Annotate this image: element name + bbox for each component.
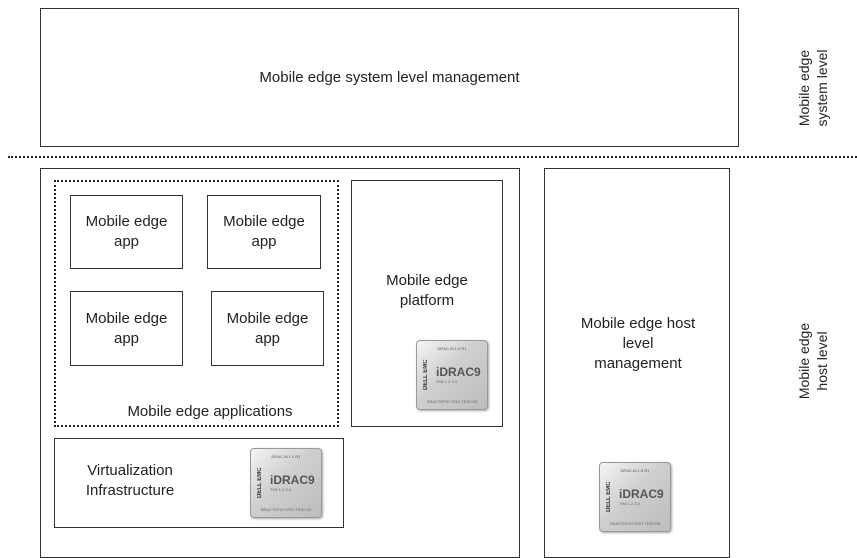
system-level-side-label: Mobile edge system level	[796, 49, 830, 127]
system-level-management-box: Mobile edge system level management	[40, 8, 739, 147]
virtualization-label: Virtualization Infrastructure	[85, 462, 175, 499]
applications-group	[54, 180, 339, 427]
platform-label: Mobile edge platform	[386, 272, 468, 309]
app-box-4: Mobile edge app	[211, 291, 324, 366]
level-separator-line	[8, 156, 857, 158]
app-box-1: Mobile edge app	[70, 195, 183, 269]
host-level-management-label: Mobile edge host level management	[580, 315, 696, 372]
platform-idrac-chip: DRAC-M 1.0 R1 DELL EMC iDRAC9 TH8 1.2.3.…	[416, 340, 488, 410]
app-box-3: Mobile edge app	[70, 291, 183, 366]
host-level-side-label: Mobile edge host level	[796, 322, 830, 400]
app-box-2: Mobile edge app	[207, 195, 321, 269]
host-management-idrac-chip: DRAC-M 1.0 R1 DELL EMC iDRAC9 TH8 1.2.3.…	[599, 462, 671, 532]
system-level-management-label: Mobile edge system level management	[259, 68, 520, 86]
applications-label: Mobile edge applications	[127, 403, 293, 420]
virtualization-idrac-chip: DRAC-M 1.0 R1 DELL EMC iDRAC9 TH8 1.2.3.…	[250, 448, 322, 518]
